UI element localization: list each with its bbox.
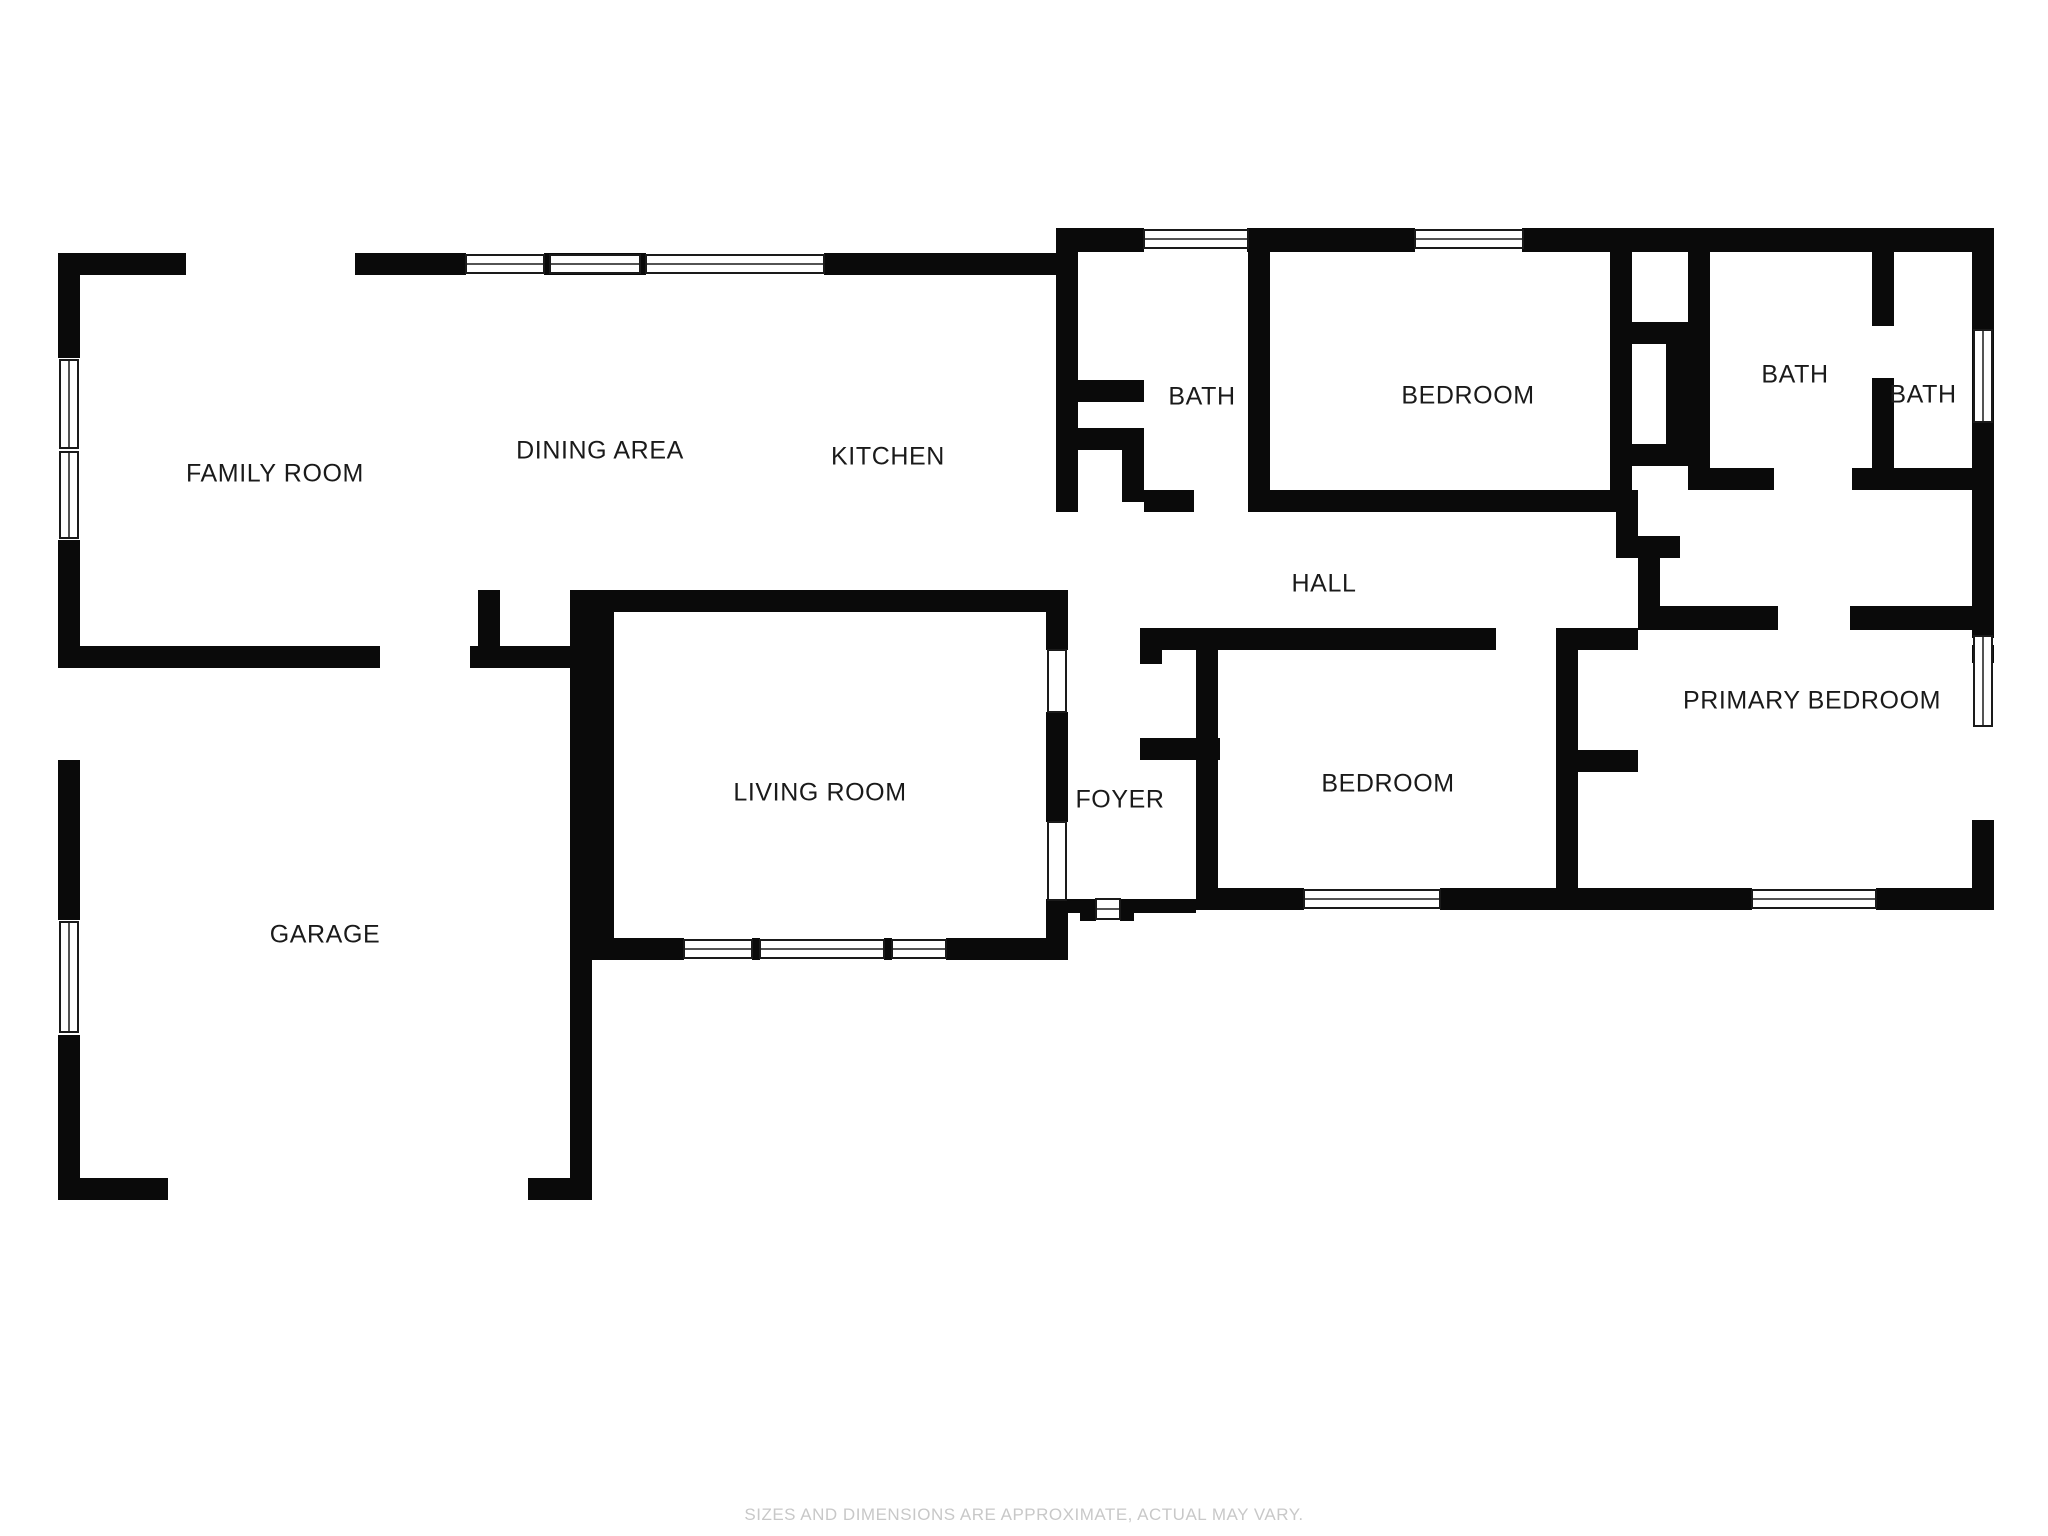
room-label-garage: GARAGE (270, 921, 381, 949)
room-label-bedroom-south: BEDROOM (1321, 770, 1454, 798)
door-living-east-lower (1047, 821, 1067, 901)
window-dining-north-1 (465, 254, 545, 274)
room-label-bath-primary: BATH (1761, 361, 1828, 389)
window-bedroom-north (1414, 229, 1524, 249)
window-living-south-3 (891, 939, 947, 959)
window-kitchen-north (645, 254, 825, 274)
room-label-group: FAMILY ROOM DINING AREA KITCHEN GARAGE L… (186, 361, 1956, 949)
window-bedroom-south (1303, 889, 1441, 909)
window-group (59, 229, 1993, 1033)
window-dining-north-2 (549, 254, 641, 274)
room-label-family-room: FAMILY ROOM (186, 460, 364, 488)
window-living-south-1 (683, 939, 753, 959)
room-label-bath-small: BATH (1889, 381, 1956, 409)
room-label-kitchen: KITCHEN (831, 443, 945, 471)
room-label-foyer: FOYER (1075, 786, 1164, 814)
wall-group (58, 228, 1994, 1200)
window-bath-north (1143, 229, 1249, 249)
window-garage-west (59, 921, 79, 1033)
room-label-bath-hall: BATH (1168, 383, 1235, 411)
disclaimer-text: SIZES AND DIMENSIONS ARE APPROXIMATE, AC… (744, 1505, 1304, 1524)
room-label-bedroom-north: BEDROOM (1401, 382, 1534, 410)
window-family-west-2 (59, 451, 79, 539)
window-living-south-2 (759, 939, 885, 959)
window-primary-south (1751, 889, 1877, 909)
door-front-entry (1095, 898, 1121, 920)
room-label-dining-area: DINING AREA (516, 437, 684, 465)
window-bath-east (1973, 329, 1993, 423)
room-label-primary-bedroom: PRIMARY BEDROOM (1683, 687, 1941, 715)
window-primary-east (1973, 635, 1993, 727)
door-living-east-upper (1047, 649, 1067, 713)
room-label-living-room: LIVING ROOM (733, 779, 906, 807)
window-family-west-1 (59, 359, 79, 449)
room-label-hall: HALL (1292, 570, 1357, 598)
